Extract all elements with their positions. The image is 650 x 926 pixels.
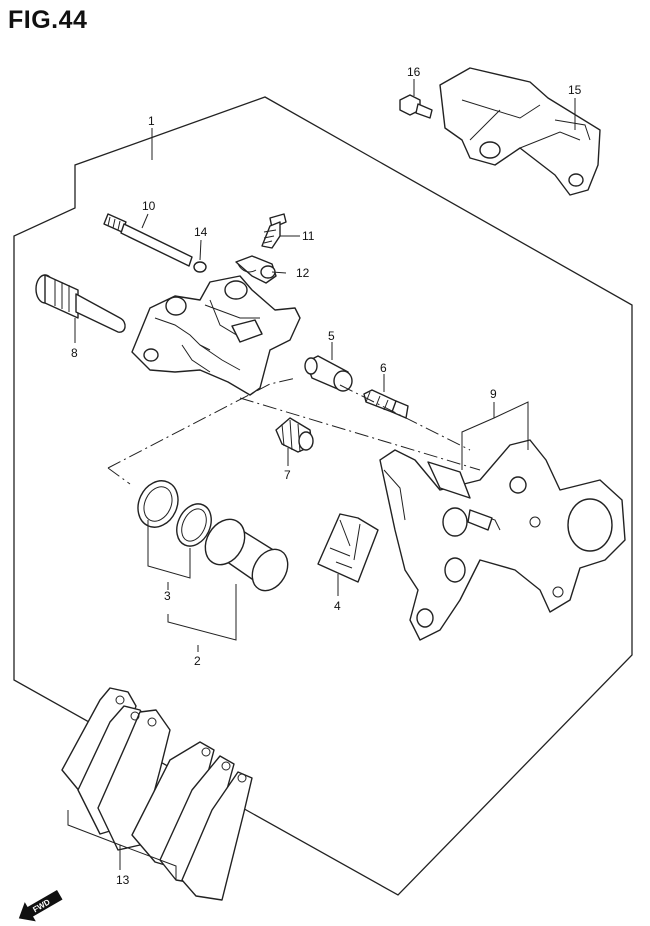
- bracket-assembly-part: [379, 439, 626, 641]
- callout-13: 13: [116, 873, 130, 887]
- slide-boot-part: [275, 417, 314, 453]
- caliper-holder-part: [439, 67, 601, 196]
- piston-part: [204, 518, 289, 592]
- callout-12: 12: [296, 266, 310, 280]
- bleeder-cap-part: [235, 255, 277, 284]
- callout-4: 4: [334, 599, 341, 613]
- callout-9: 9: [490, 387, 497, 401]
- callout-3: 3: [164, 589, 171, 603]
- caliper-body-part: [131, 275, 301, 396]
- callout-7: 7: [284, 468, 291, 482]
- assembly-boundary: [13, 96, 633, 896]
- callout-16: 16: [407, 65, 421, 79]
- holder-bolt-part: [399, 94, 433, 119]
- callout-1: 1: [148, 114, 155, 128]
- callout-labels: 1 2 3 4 5 6 7 8 9 10 11 12 13 14 15 16: [71, 65, 582, 887]
- piston-seal-part: [137, 480, 212, 547]
- brake-pads-part: [61, 687, 253, 901]
- forward-arrow-icon: FWD: [18, 889, 63, 922]
- assembly-axes: [107, 377, 481, 485]
- callout-10: 10: [142, 199, 156, 213]
- callout-2: 2: [194, 654, 201, 668]
- callout-14: 14: [194, 225, 208, 239]
- slide-pin-part: [35, 274, 126, 333]
- o-ring-part: [193, 261, 207, 273]
- bleeder-boot-part: [304, 355, 353, 392]
- pad-spring-part: [317, 513, 379, 583]
- callout-8: 8: [71, 346, 78, 360]
- bleeder-screw-part: [261, 213, 287, 249]
- callout-15: 15: [568, 83, 582, 97]
- leader-lines: [67, 79, 576, 880]
- callout-6: 6: [380, 361, 387, 375]
- pad-pin-part: [363, 389, 409, 419]
- figure-title: FIG.44: [8, 6, 88, 34]
- callout-5: 5: [328, 329, 335, 343]
- guide-pin-part: [103, 213, 193, 267]
- callout-11: 11: [302, 229, 315, 243]
